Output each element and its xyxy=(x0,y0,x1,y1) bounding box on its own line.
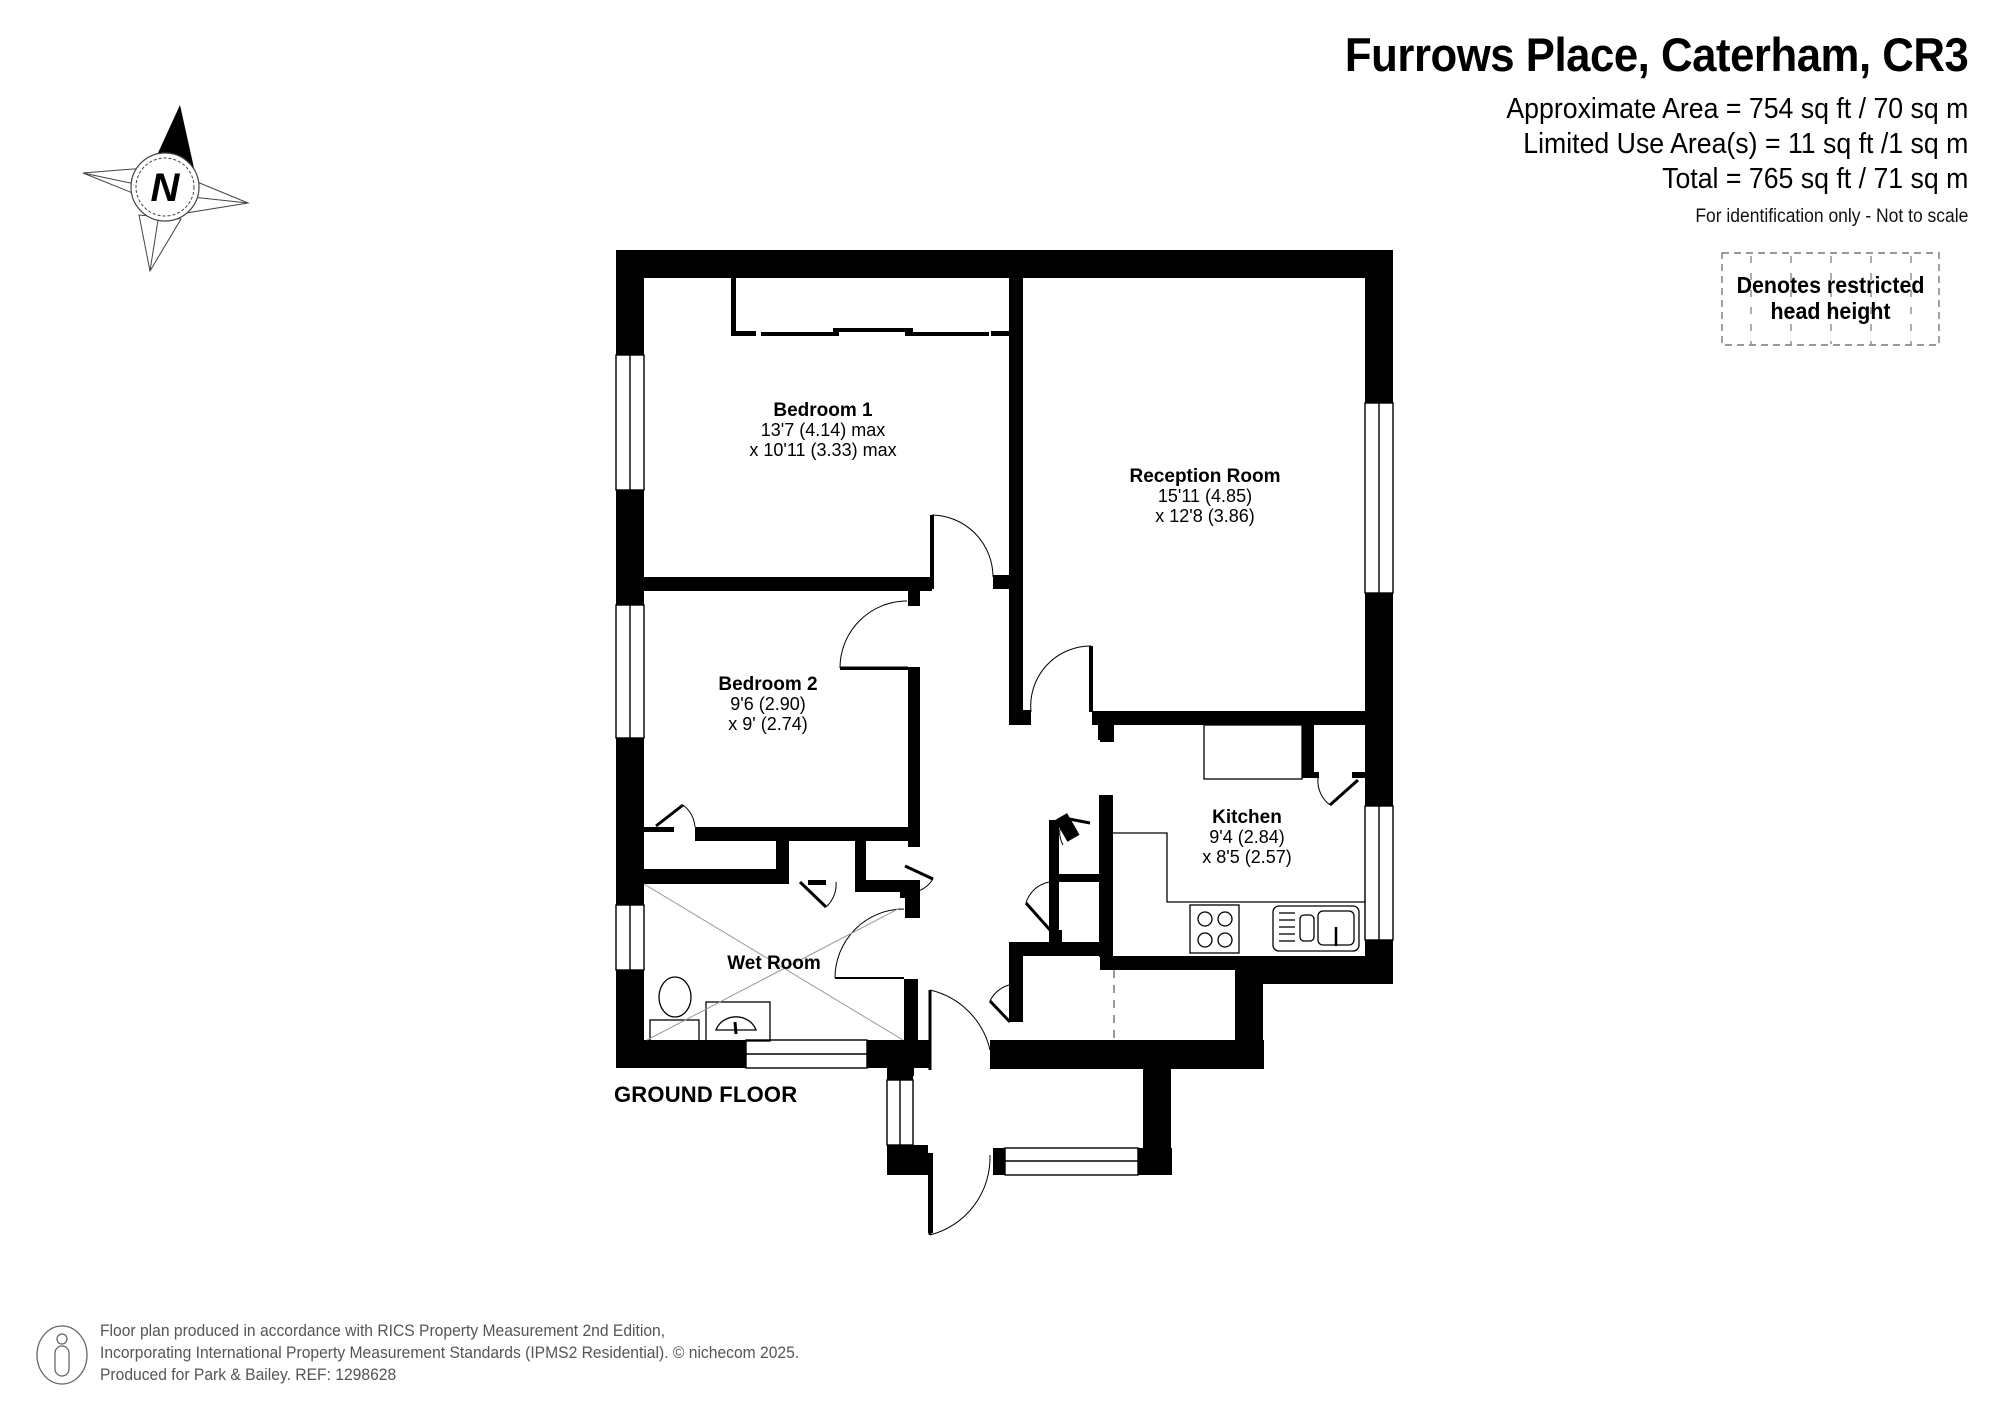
total-area: Total = 765 sq ft / 71 sq m xyxy=(1661,163,1968,195)
room-dimension: x 10'11 (3.33) max xyxy=(749,440,896,460)
kitchen-wall-unit xyxy=(1203,724,1303,780)
wet-room-floor-cross xyxy=(643,883,904,1041)
room-dimension: x 8'5 (2.57) xyxy=(1202,847,1291,867)
footer-line-3: Produced for Park & Bailey. REF: 1298628 xyxy=(100,1365,397,1384)
legend-line-2: head height xyxy=(1770,298,1891,324)
room-dimension: x 12'8 (3.86) xyxy=(1155,506,1255,526)
floor-label: GROUND FLOOR xyxy=(614,1082,798,1107)
room-labels: Bedroom 1 13'7 (4.14) max x 10'11 (3.33)… xyxy=(718,400,1291,974)
room-bedroom-2: Bedroom 2 9'6 (2.90) x 9' (2.74) xyxy=(718,674,817,734)
limited-use-area: Limited Use Area(s) = 11 sq ft /1 sq m xyxy=(1522,128,1968,160)
footer: Floor plan produced in accordance with R… xyxy=(34,1318,914,1388)
room-dimension: 13'7 (4.14) max xyxy=(761,420,886,440)
footer-line-1: Floor plan produced in accordance with R… xyxy=(100,1321,666,1340)
approximate-area: Approximate Area = 754 sq ft / 70 sq m xyxy=(1506,93,1968,125)
room-bedroom-1: Bedroom 1 13'7 (4.14) max x 10'11 (3.33)… xyxy=(749,400,896,460)
room-name: Bedroom 2 xyxy=(718,674,817,695)
fixtures xyxy=(649,724,1365,1042)
compass-rose-icon: N xyxy=(82,105,250,273)
property-title: Furrows Place, Caterham, CR3 xyxy=(1344,28,1969,81)
room-name: Kitchen xyxy=(1212,807,1282,828)
room-kitchen: Kitchen 9'4 (2.84) x 8'5 (2.57) xyxy=(1202,807,1291,867)
doors xyxy=(655,514,1359,1236)
room-name: Reception Room xyxy=(1130,466,1281,487)
kitchen-worktop xyxy=(1113,832,1365,903)
sink-icon xyxy=(1272,905,1360,952)
legend-line-1: Denotes restricted xyxy=(1736,272,1925,298)
room-dimension: 15'11 (4.85) xyxy=(1158,486,1252,506)
footer-line-2: Incorporating International Property Mea… xyxy=(100,1343,800,1362)
basin-icon xyxy=(705,1001,771,1042)
room-reception: Reception Room 15'11 (4.85) x 12'8 (3.86… xyxy=(1130,466,1281,526)
room-name: Bedroom 1 xyxy=(773,400,873,421)
room-dimension: x 9' (2.74) xyxy=(728,714,807,734)
legend-label: Denotes restricted head height xyxy=(1729,272,1933,324)
toilet-icon xyxy=(649,976,700,1042)
dashed-hatch-icon xyxy=(1721,252,1940,346)
room-dimension: 9'6 (2.90) xyxy=(730,694,805,714)
restricted-head-height-legend: Denotes restricted head height xyxy=(1721,252,1940,346)
room-wet-room: Wet Room xyxy=(727,953,821,974)
windows xyxy=(615,354,1394,1176)
person-icon xyxy=(36,1325,88,1385)
room-name: Wet Room xyxy=(727,953,821,974)
footer-text: Floor plan produced in accordance with R… xyxy=(100,1320,799,1386)
title-block: Furrows Place, Caterham, CR3 Approximate… xyxy=(1298,28,1969,229)
hob-icon xyxy=(1189,904,1240,954)
room-dimension: 9'4 (2.84) xyxy=(1209,827,1284,847)
compass-north-label: N xyxy=(151,166,181,210)
disclaimer: For identification only - Not to scale xyxy=(1694,206,1968,227)
